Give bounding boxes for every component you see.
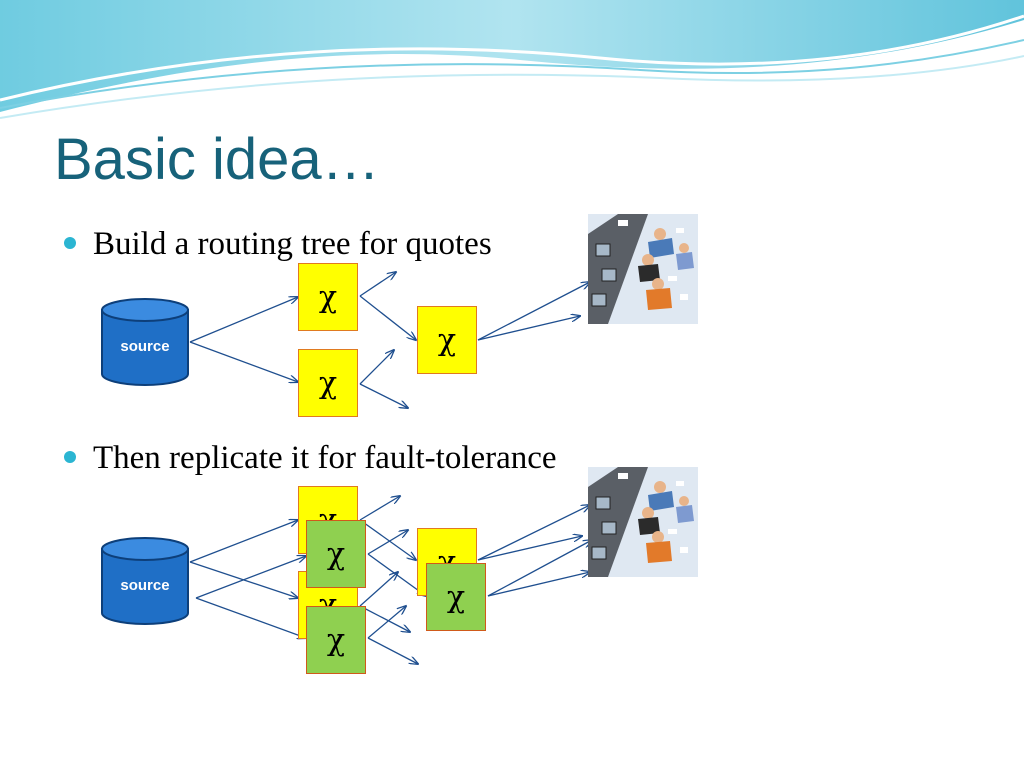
arrow <box>367 606 406 639</box>
chi-node: χ <box>298 349 358 417</box>
bullet-dot <box>64 451 76 463</box>
arrow <box>477 505 590 561</box>
trading-floor-clipart-icon <box>588 214 698 324</box>
arrow <box>487 540 592 597</box>
source-database: source <box>100 537 190 625</box>
arrow <box>477 536 582 561</box>
bullet-dot <box>64 237 76 249</box>
arrow <box>359 295 416 340</box>
database-cylinder-icon <box>101 537 189 625</box>
slide-title: Basic idea… <box>54 127 380 192</box>
arrow <box>359 519 416 560</box>
arrow <box>359 383 408 408</box>
chi-node-replica: χ <box>306 606 366 674</box>
arrow <box>487 572 590 597</box>
source-label: source <box>120 577 170 594</box>
source-database: source <box>100 298 190 386</box>
chi-node: χ <box>417 306 477 374</box>
arrow <box>195 556 306 599</box>
arrow <box>189 341 298 382</box>
arrow <box>359 350 394 385</box>
chi-node-replica: χ <box>306 520 366 588</box>
arrow <box>359 272 396 297</box>
arrow <box>359 605 410 632</box>
arrow <box>195 597 306 638</box>
source-label: source <box>120 338 170 355</box>
arrow <box>367 530 408 555</box>
arrow <box>359 572 398 607</box>
bullet-text: Build a routing tree for quotes <box>93 226 492 262</box>
arrow <box>189 520 298 563</box>
arrow <box>367 553 426 596</box>
arrow <box>477 316 580 341</box>
trading-floor-clipart-icon <box>588 467 698 577</box>
bullet-text: Then replicate it for fault-tolerance <box>93 440 557 476</box>
arrow <box>189 297 298 343</box>
arrow <box>477 282 590 341</box>
arrow <box>367 637 418 664</box>
chi-node-replica: χ <box>426 563 486 631</box>
header-wave-decoration <box>0 0 1024 119</box>
arrow <box>359 496 400 521</box>
database-cylinder-icon <box>101 298 189 386</box>
chi-node: χ <box>298 263 358 331</box>
